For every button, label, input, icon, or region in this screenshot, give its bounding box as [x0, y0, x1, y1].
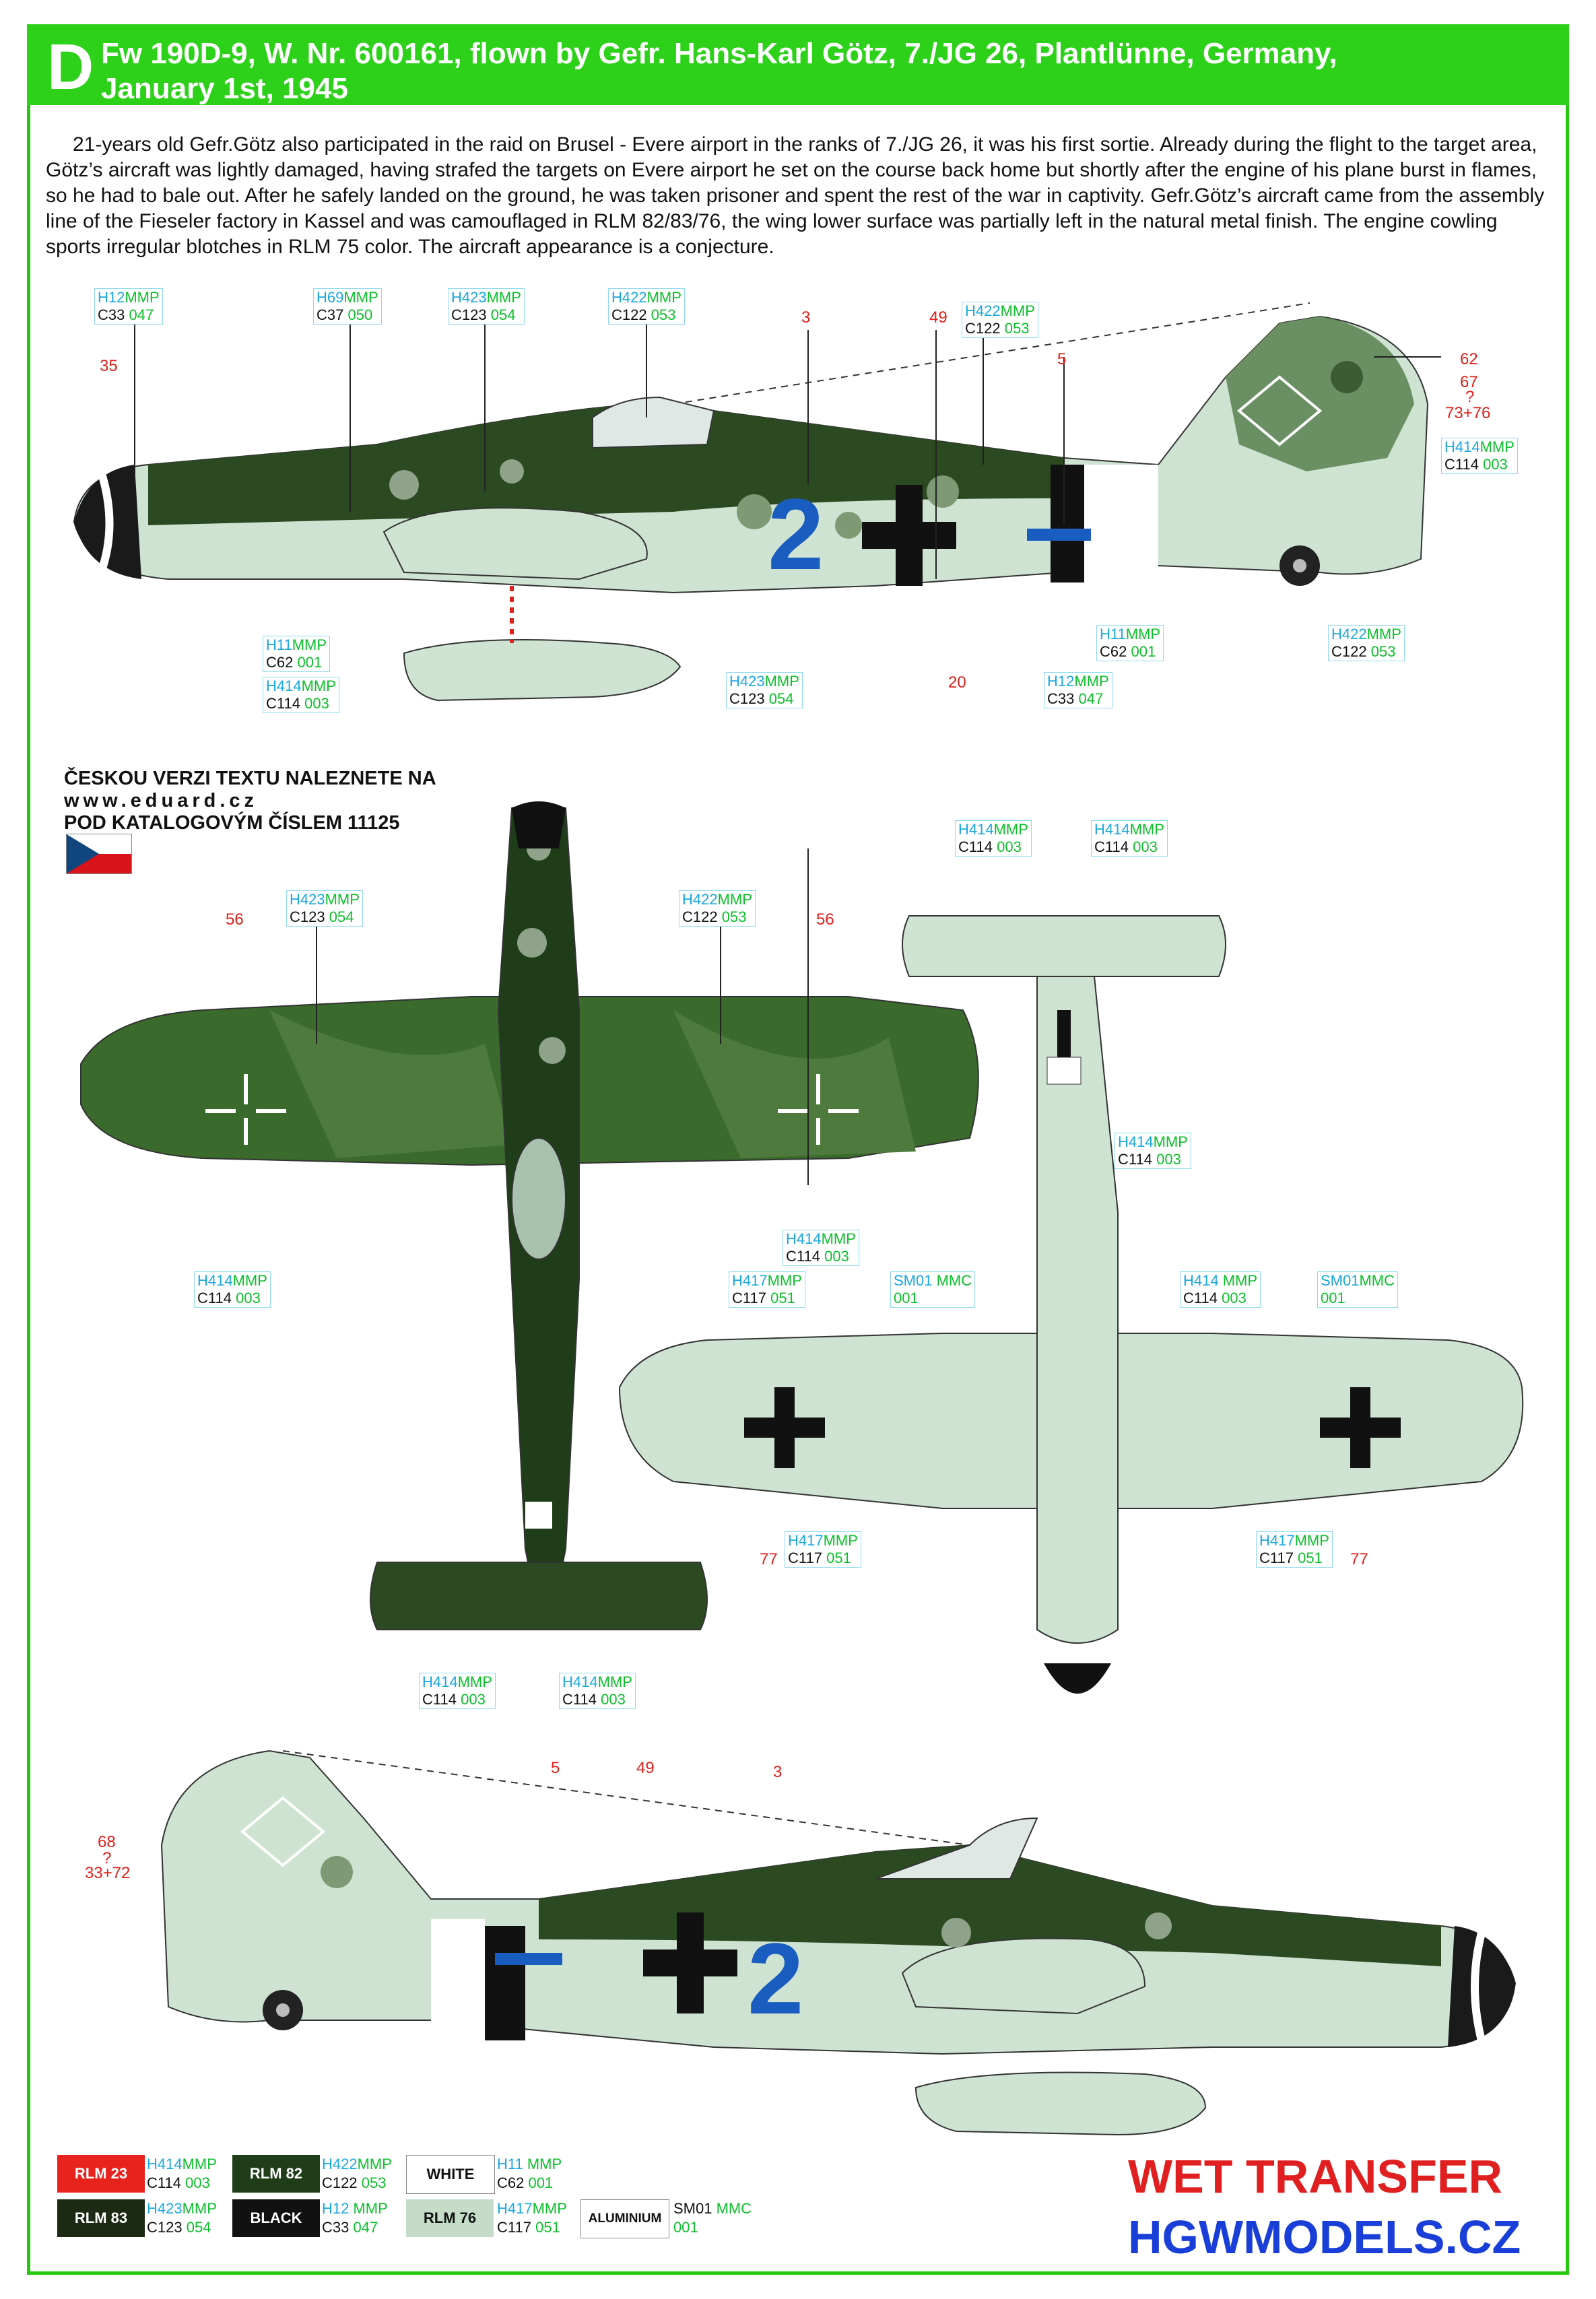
legend-codes: SM01 MMC 001	[673, 2200, 752, 2236]
leader-lines	[134, 323, 1441, 1185]
legend-swatch: BLACK	[232, 2199, 320, 2237]
ref-number: 33+72	[85, 1864, 131, 1882]
ref-number: 77	[760, 1550, 778, 1568]
bottom-view	[618, 915, 1524, 1694]
ref-number: 68	[98, 1833, 116, 1851]
tactical-number-right: 2	[747, 1922, 803, 2035]
scheme-letter: D	[47, 31, 94, 103]
ref-number: 5	[1057, 350, 1067, 368]
top-view	[80, 801, 979, 1630]
ref-number: 20	[948, 673, 966, 692]
paint-callout: SM01 MMC 001	[890, 1271, 976, 1308]
ref-number: 77	[1350, 1550, 1368, 1568]
ref-number: 35	[100, 357, 118, 375]
ref-number: 73+76	[1445, 404, 1491, 422]
ref-number: 56	[226, 910, 244, 929]
czech-note-line3: POD KATALOGOVÝM ČÍSLEM 11125	[64, 812, 400, 834]
ref-number: ?	[1465, 388, 1475, 406]
legend-swatch: WHITE	[406, 2155, 495, 2194]
czech-note: ČESKOU VERZI TEXTU NALEZNETE NA www.edua…	[64, 768, 436, 834]
ref-number: 3	[801, 308, 811, 327]
ref-number: ?	[102, 1849, 112, 1867]
ref-number: 62	[1460, 350, 1478, 368]
ref-number: 3	[773, 1763, 783, 1781]
wet-transfer-label: WET TRANSFER	[1128, 2150, 1503, 2203]
czech-note-line1: ČESKOU VERZI TEXTU NALEZNETE NA	[64, 768, 436, 789]
scheme-title: Fw 190D-9, W. Nr. 600161, flown by Gefr.…	[101, 37, 1337, 105]
legend-swatch: RLM 82	[232, 2155, 320, 2193]
hgwmodels-label[interactable]: HGWMODELS.CZ	[1128, 2211, 1521, 2263]
czech-flag	[66, 834, 132, 874]
legend-swatch: RLM 83	[57, 2199, 145, 2237]
legend-swatch: ALUMINIUM	[580, 2199, 669, 2238]
legend-swatch: RLM 23	[57, 2155, 145, 2193]
ref-number: 56	[816, 910, 834, 929]
czech-note-url[interactable]: www.eduard.cz	[64, 790, 259, 811]
ref-number: 49	[929, 308, 947, 327]
ref-number: 67	[1460, 373, 1478, 391]
ref-number: 5	[551, 1759, 560, 1777]
right-side-profile: 2	[160, 1750, 1517, 2136]
tactical-number-left: 2	[768, 477, 824, 591]
left-side-profile: 2	[73, 302, 1429, 702]
header-bar	[27, 24, 1569, 105]
legend-swatch: RLM 76	[406, 2199, 494, 2237]
paint-callout: SM01MMC 001	[1317, 1271, 1399, 1308]
ref-number: 49	[636, 1759, 655, 1777]
description-text: 21-years old Gefr.Götz also participated…	[46, 133, 1545, 258]
